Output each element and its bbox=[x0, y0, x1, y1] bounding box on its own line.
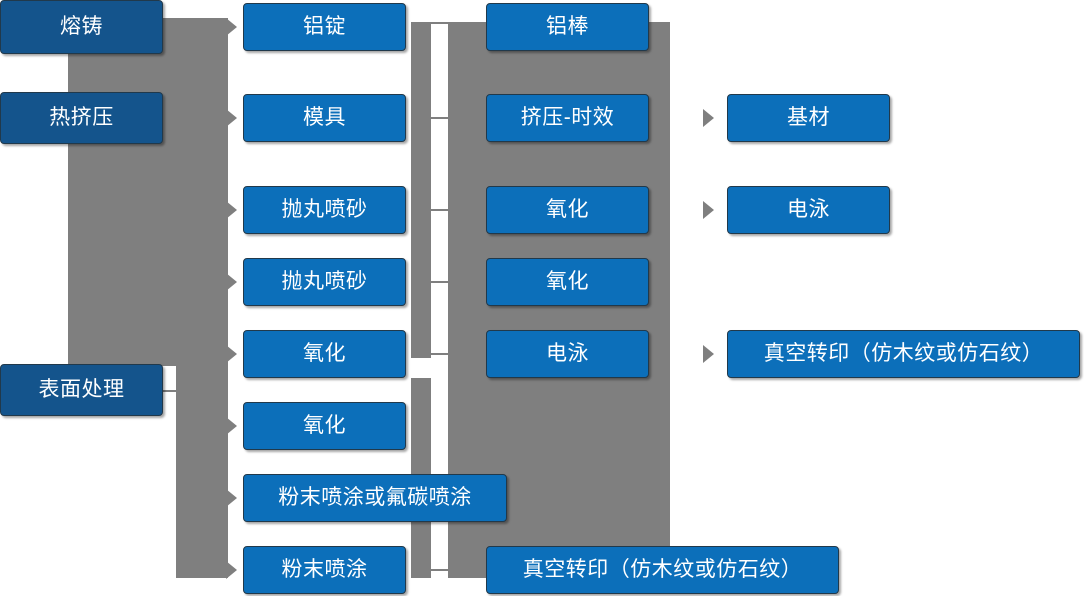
surface-treatment-stub bbox=[163, 390, 183, 392]
node-substrate[interactable]: 基材 bbox=[727, 94, 890, 142]
arrow-extrusion-to-surface bbox=[69, 336, 87, 347]
node-label: 模具 bbox=[303, 106, 346, 130]
arrow-to-substrate bbox=[703, 109, 714, 127]
node-label: 表面处理 bbox=[38, 378, 125, 402]
node-shot-blasting-2[interactable]: 抛丸喷砂 bbox=[243, 258, 406, 306]
arrow-to-die-mould bbox=[226, 109, 237, 127]
node-melt-cast[interactable]: 熔铸 bbox=[0, 0, 163, 54]
node-electrophoresis-2[interactable]: 电泳 bbox=[727, 186, 890, 234]
bracket-tick-2 bbox=[431, 117, 449, 119]
arrow-to-shot-blasting-2 bbox=[226, 273, 237, 291]
node-label: 熔铸 bbox=[60, 15, 103, 39]
node-label: 抛丸喷砂 bbox=[281, 198, 368, 222]
node-label: 铝锭 bbox=[303, 15, 346, 39]
node-oxidation-1[interactable]: 氧化 bbox=[243, 330, 406, 378]
arrow-to-electrophoresis-2 bbox=[703, 201, 714, 219]
arrow-to-oxidation-1 bbox=[226, 345, 237, 363]
node-label: 电泳 bbox=[546, 342, 589, 366]
node-extrusion-aging[interactable]: 挤压-时效 bbox=[486, 94, 649, 142]
node-label: 基材 bbox=[787, 106, 830, 130]
node-aluminium-ingot[interactable]: 铝锭 bbox=[243, 3, 406, 51]
node-label: 氧化 bbox=[546, 270, 589, 294]
node-surface-treatment[interactable]: 表面处理 bbox=[0, 364, 163, 416]
bracket-tick-1 bbox=[431, 22, 449, 24]
arrow-to-shot-blasting-1 bbox=[226, 201, 237, 219]
node-label: 氧化 bbox=[303, 414, 346, 438]
node-label: 挤压-时效 bbox=[520, 106, 615, 130]
arrow-to-powder-coating bbox=[226, 561, 237, 579]
node-label: 真空转印（仿木纹或仿石纹） bbox=[522, 558, 803, 582]
node-aluminium-bar[interactable]: 铝棒 bbox=[486, 3, 649, 51]
node-powder-or-pvdf[interactable]: 粉末喷涂或氟碳喷涂 bbox=[243, 474, 507, 522]
node-vacuum-transfer-2[interactable]: 真空转印（仿木纹或仿石纹） bbox=[727, 330, 1080, 378]
node-oxidation-3[interactable]: 氧化 bbox=[486, 186, 649, 234]
node-label: 热挤压 bbox=[49, 106, 114, 130]
arrow-to-vacuum-transfer-2 bbox=[703, 345, 714, 363]
bracket-tick-3 bbox=[431, 209, 449, 211]
node-label: 粉末喷涂 bbox=[281, 558, 368, 582]
node-vacuum-transfer-1[interactable]: 真空转印（仿木纹或仿石纹） bbox=[486, 546, 839, 594]
node-die-mould[interactable]: 模具 bbox=[243, 94, 406, 142]
node-powder-coating[interactable]: 粉末喷涂 bbox=[243, 546, 406, 594]
arrow-melt-to-extrusion bbox=[69, 72, 87, 83]
bracket-tick-5 bbox=[431, 353, 449, 355]
connector-channel-white bbox=[431, 22, 448, 578]
arrow-to-oxidation-2 bbox=[226, 417, 237, 435]
node-electrophoresis-1[interactable]: 电泳 bbox=[486, 330, 649, 378]
node-label: 电泳 bbox=[787, 198, 830, 222]
node-label: 粉末喷涂或氟碳喷涂 bbox=[278, 486, 472, 510]
connector-rail-mid-upper bbox=[411, 22, 431, 358]
node-label: 真空转印（仿木纹或仿石纹） bbox=[763, 342, 1044, 366]
node-oxidation-4[interactable]: 氧化 bbox=[486, 258, 649, 306]
node-hot-extrusion[interactable]: 热挤压 bbox=[0, 92, 163, 144]
bracket-tick-6 bbox=[431, 569, 449, 571]
connector-band-left-lower bbox=[176, 340, 228, 578]
node-label: 氧化 bbox=[546, 198, 589, 222]
arrow-to-aluminium-ingot bbox=[226, 18, 237, 36]
node-shot-blasting-1[interactable]: 抛丸喷砂 bbox=[243, 186, 406, 234]
node-label: 铝棒 bbox=[546, 15, 589, 39]
arrow-to-powder-or-pvdf bbox=[226, 489, 237, 507]
node-label: 氧化 bbox=[303, 342, 346, 366]
connector-band-left-upper bbox=[68, 18, 228, 366]
bracket-tick-4 bbox=[431, 281, 449, 283]
node-oxidation-2[interactable]: 氧化 bbox=[243, 402, 406, 450]
node-label: 抛丸喷砂 bbox=[281, 270, 368, 294]
